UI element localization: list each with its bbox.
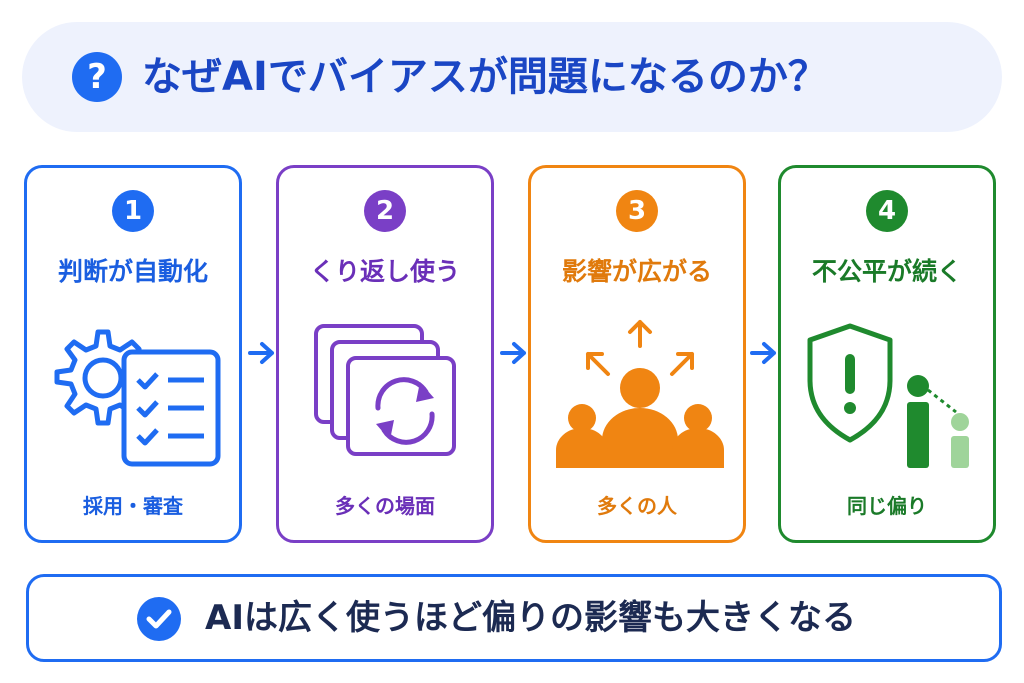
page-title: なぜAIでバイアスが問題になるのか？: [142, 54, 828, 100]
step-card-2: 2 くり返し使う 多くの場面: [276, 165, 494, 543]
step-title: 不公平が続く: [811, 257, 962, 286]
summary-text: AIは広く使うほど偏りの影響も大きくなる: [205, 598, 856, 638]
step-caption: 同じ偏り: [847, 494, 927, 518]
question-icon: ?: [72, 52, 122, 102]
header-banner: ? なぜAIでバイアスが問題になるのか？: [22, 22, 1002, 132]
gear-checklist-icon: [54, 329, 221, 467]
step-number-badge: 4: [866, 190, 908, 232]
step-card-3: 3 影響が広がる 多くの人: [528, 165, 746, 543]
stacked-pages-refresh-icon: [314, 324, 456, 456]
arrow-right-icon: [750, 342, 776, 364]
arrow-right-icon: [248, 342, 274, 364]
check-circle-icon: [137, 597, 181, 641]
summary-box: AIは広く使うほど偏りの影響も大きくなる: [26, 574, 1002, 662]
step-number-badge: 2: [364, 190, 406, 232]
step-title: くり返し使う: [309, 257, 460, 286]
shield-warning-people-icon: [807, 323, 969, 468]
arrow-right-icon: [500, 342, 526, 364]
step-number-badge: 3: [616, 190, 658, 232]
step-caption: 多くの場面: [335, 494, 435, 518]
step-caption: 採用・審査: [83, 494, 183, 518]
step-title: 判断が自動化: [57, 257, 208, 286]
people-spread-icon: [556, 320, 724, 468]
step-card-1: 1 判断が自動化 採用・審査: [24, 165, 242, 543]
step-card-4: 4 不公平が続く 同じ偏り: [778, 165, 996, 543]
step-caption: 多くの人: [597, 494, 677, 518]
step-number-badge: 1: [112, 190, 154, 232]
step-title: 影響が広がる: [561, 257, 712, 286]
